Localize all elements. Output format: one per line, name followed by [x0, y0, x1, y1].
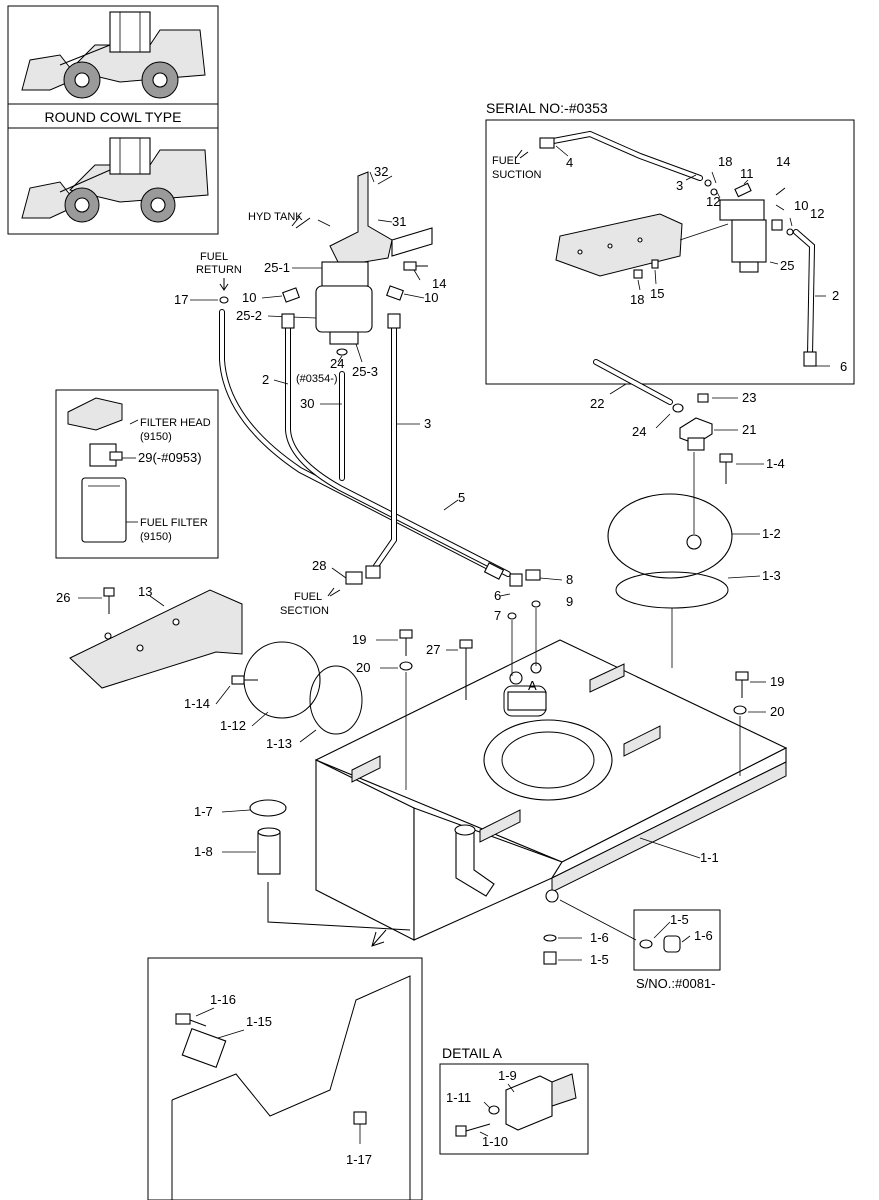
wheel-loader-illustration: [21, 11, 206, 99]
callout: 1-3: [762, 568, 781, 583]
callout: 26: [56, 590, 70, 605]
callout: 7: [494, 608, 501, 623]
callout: 21: [742, 422, 756, 437]
fuel-tank: [69, 587, 788, 965]
callout: 25-3: [352, 364, 378, 379]
callout: 17: [174, 292, 188, 307]
serial-callout: 3: [676, 178, 683, 193]
callout: 23: [742, 390, 756, 405]
wheel-loader-illustration-2: [21, 137, 209, 223]
callout: 2: [262, 372, 269, 387]
cowl-type-inset: ROUND COWL TYPE: [7, 5, 219, 235]
callout: 24: [330, 356, 344, 371]
callout: 20: [770, 704, 784, 719]
cowl-type-label: ROUND COWL TYPE: [45, 109, 182, 125]
serial-callout: 14: [776, 154, 790, 169]
serial-callout: 12: [810, 206, 824, 221]
sno-label: S/NO.:#0081-: [636, 976, 716, 991]
callout: 22: [590, 396, 604, 411]
callout: 28: [312, 558, 326, 573]
serial-callout: 2: [832, 288, 839, 303]
serial-callout: 18: [718, 154, 732, 169]
callout: 1-11: [446, 1090, 471, 1105]
fuel-return-label-2: RETURN: [196, 264, 242, 276]
callout: 1-13: [266, 736, 292, 751]
callout: 24: [632, 424, 646, 439]
callout: 25-1: [264, 260, 290, 275]
callout: 1-10: [482, 1134, 508, 1149]
filter-head-inset: FILTER HEAD (9150) 29(-#0953) FUEL FILTE…: [55, 389, 219, 559]
serial-callout: 15: [650, 286, 664, 301]
filter-29-label: 29(-#0953): [138, 450, 202, 465]
filter-head-code: (9150): [140, 431, 172, 443]
callout: 19: [352, 632, 366, 647]
note-0354: (#0354-): [296, 373, 338, 385]
callout: 1-9: [498, 1068, 517, 1083]
callout: 1-6: [694, 928, 713, 943]
callout: 1-5: [670, 912, 689, 927]
serial-callout: 10: [794, 198, 808, 213]
fuel-return-label-1: FUEL: [200, 251, 228, 263]
callout: 20: [356, 660, 370, 675]
detail-a-title: DETAIL A: [442, 1045, 503, 1061]
callout: 1-5: [590, 952, 609, 967]
tank-panel-inset: [147, 957, 423, 1200]
serial-callout: 6: [840, 359, 847, 374]
callout: 1-1: [700, 850, 719, 865]
callout: 5: [458, 490, 465, 505]
callout: 1-8: [194, 844, 213, 859]
callout: 3: [424, 416, 431, 431]
callout: 1-2: [762, 526, 781, 541]
callout: 8: [566, 572, 573, 587]
callout: 1-14: [184, 696, 210, 711]
fuel-hoses: FUEL SECTION (#0354-): [219, 309, 563, 617]
serial-callout: 25: [780, 258, 794, 273]
serial-callout: 18: [630, 292, 644, 307]
serial-fuel-suction-1: FUEL: [492, 155, 520, 167]
fuel-section-label-1: FUEL: [294, 591, 322, 603]
filter-head-label: FILTER HEAD: [140, 417, 211, 429]
callout: 1-7: [194, 804, 213, 819]
callout: 1-6: [590, 930, 609, 945]
callout: 32: [374, 164, 388, 179]
serial-callout: 4: [566, 155, 573, 170]
callout: 30: [300, 396, 314, 411]
callout: 31: [392, 214, 406, 229]
callout: 1-4: [766, 456, 785, 471]
hyd-tank-label: HYD TANK: [248, 211, 303, 223]
callout: 1-15: [246, 1014, 272, 1029]
serial-fuel-suction-2: SUCTION: [492, 169, 542, 181]
main-filter-assembly: HYD TANK FUEL RETURN: [190, 171, 433, 363]
fuel-filter-label: FUEL FILTER: [140, 517, 208, 529]
sno-inset: S/NO.:#0081-: [633, 909, 721, 991]
callout: 10: [424, 290, 438, 305]
callout-a: A: [528, 678, 537, 693]
serial-callout: 11: [740, 166, 754, 181]
callout: 19: [770, 674, 784, 689]
fuel-filter-code: (9150): [140, 531, 172, 543]
callout: 6: [494, 588, 501, 603]
callout: 1-12: [220, 718, 246, 733]
detail-a-inset: DETAIL A: [439, 1045, 589, 1155]
callout: 1-17: [346, 1152, 372, 1167]
callout: 13: [138, 584, 152, 599]
main-callouts: 32 31 25-1 14 17 10 10 25-2 24 25-3 2 30…: [56, 164, 785, 1167]
serial-callout: 12: [706, 194, 720, 209]
callout: 9: [566, 594, 573, 609]
fuel-section-label-2: SECTION: [280, 605, 329, 617]
serial-inset: SERIAL NO:-#0353: [485, 100, 855, 385]
tank-cover-assembly: [593, 359, 764, 668]
callout: 1-16: [210, 992, 236, 1007]
callout: 27: [426, 642, 440, 657]
callout: 14: [432, 276, 446, 291]
callout: 10: [242, 290, 256, 305]
serial-title: SERIAL NO:-#0353: [486, 100, 608, 116]
callout: 25-2: [236, 308, 262, 323]
